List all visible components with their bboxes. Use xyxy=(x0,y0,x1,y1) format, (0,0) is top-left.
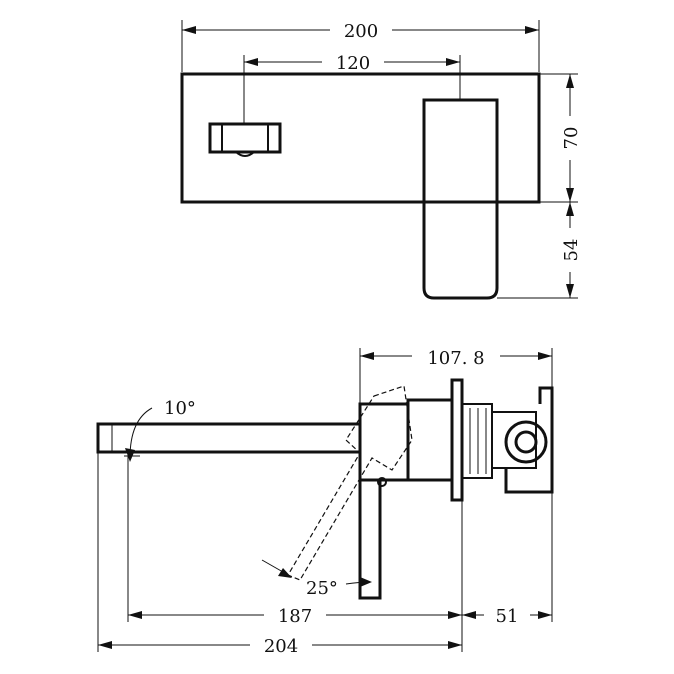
dim-spout-projection: 54 xyxy=(497,202,582,299)
dim-204-label: 204 xyxy=(264,636,298,657)
dim-overall-length: 204 xyxy=(98,636,462,657)
dim-spout-reach: 187 xyxy=(128,606,462,627)
rough-in-body xyxy=(461,403,493,479)
angle-10-indicator: 10° xyxy=(124,398,196,462)
dim-187-label: 187 xyxy=(278,606,312,627)
dim-70-label: 70 xyxy=(561,127,582,150)
wall-plate-outline xyxy=(180,72,541,204)
cartridge-ring-outer xyxy=(504,420,548,464)
dim-51-label: 51 xyxy=(496,606,519,627)
dim-body-depth: 107. 8 xyxy=(359,348,553,404)
dim-120-label: 120 xyxy=(336,53,370,74)
valve-body-inner xyxy=(406,398,454,482)
cartridge-ring-inner xyxy=(514,430,538,454)
lever-rotated-outline xyxy=(287,385,413,581)
dim-200-label: 200 xyxy=(344,21,378,42)
valve-body xyxy=(358,402,410,482)
wall-plate-side xyxy=(450,378,464,502)
rough-in-threads xyxy=(469,408,487,474)
spout-side-outline xyxy=(96,422,362,454)
top-view: 200 120 70 54 xyxy=(180,20,582,300)
mounting-bracket xyxy=(504,386,554,494)
handle-knob-top xyxy=(208,122,282,157)
angle-25-indicator: 25° xyxy=(261,559,372,599)
dim-54-label: 54 xyxy=(561,239,582,262)
dim-spout-offset: 120 xyxy=(243,53,461,124)
side-view: 10° 25° 107. 8 xyxy=(96,348,554,657)
angle-10-label: 10° xyxy=(164,398,196,419)
angle-25-label: 25° xyxy=(306,578,338,599)
dim-plate-height: 70 xyxy=(539,73,582,203)
dim-total-width: 200 xyxy=(181,20,540,72)
lever-handle xyxy=(358,478,382,600)
lever-pivot xyxy=(377,477,387,487)
dim-107-8-label: 107. 8 xyxy=(427,348,484,369)
dim-wall-depth: 51 xyxy=(462,606,552,627)
spout-top-outline xyxy=(422,98,499,300)
